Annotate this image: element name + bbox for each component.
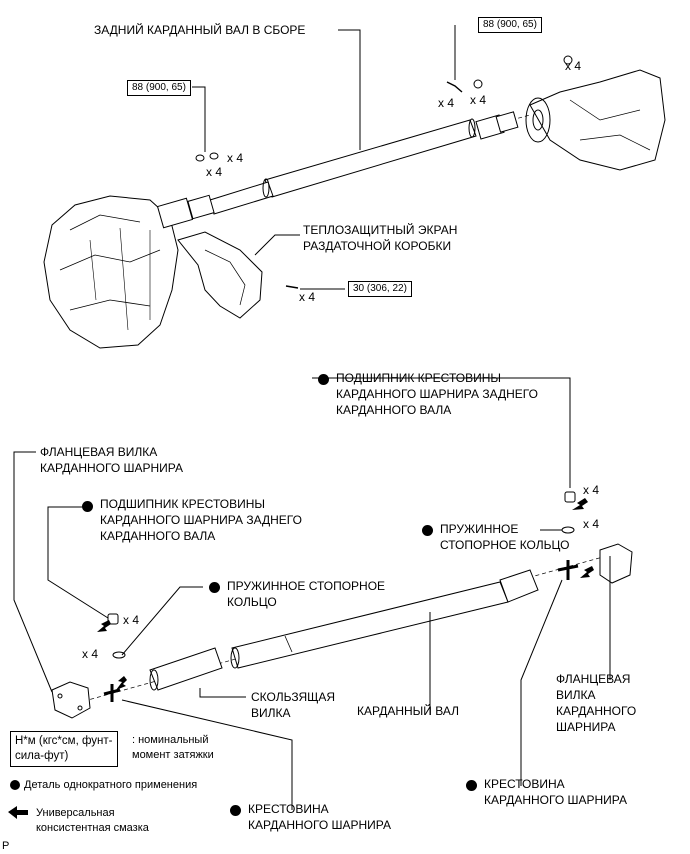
grease-arrow-icon <box>116 676 127 690</box>
non-reusable-icon <box>10 780 20 790</box>
qty-label: x 4 <box>82 647 99 661</box>
sliding-yoke-label: СКОЛЬЗЯЩАЯ ВИЛКА <box>251 690 336 720</box>
non-reusable-icon <box>318 374 329 385</box>
torque-spec-heat-shield: 30 (306, 22) <box>348 281 412 297</box>
propeller-shaft-label: КАРДАННЫЙ ВАЛ <box>357 704 459 718</box>
qty-label: x 4 <box>227 151 244 165</box>
qty-label: x 4 <box>470 93 487 107</box>
flange-yoke-left-label: ФЛАНЦЕВАЯ ВИЛКА КАРДАННОГО ШАРНИРА <box>40 445 183 475</box>
rear-differential <box>529 69 666 171</box>
diff-flange <box>525 97 551 143</box>
legend-non-reusable: Деталь однократного применения <box>24 779 198 791</box>
snap-ring-icon <box>112 651 126 659</box>
grease-arrow-icon <box>572 498 588 510</box>
flange-yoke-right <box>599 543 633 584</box>
torque-spec-top-right: 88 (900, 65) <box>478 17 542 33</box>
nut-icon <box>563 55 573 65</box>
snap-ring-right-label: ПРУЖИННОЕ СТОПОРНОЕ КОЛЬЦО <box>440 522 570 552</box>
bearing-cup-icon <box>564 491 576 503</box>
legend-torque-desc: : номинальный момент затяжки <box>132 734 214 761</box>
grease-arrow-icon <box>8 806 28 819</box>
bearing-left-label: ПОДШИПНИК КРЕСТОВИНЫ КАРДАННОГО ШАРНИРА … <box>100 497 302 543</box>
bolt-icon <box>446 81 463 93</box>
torque-spec-left: 88 (900, 65) <box>127 80 191 96</box>
flange-yoke-right-label: ФЛАНЦЕВАЯ ВИЛКА КАРДАННОГО ШАРНИРА <box>556 672 637 734</box>
non-reusable-icon <box>82 501 93 512</box>
sliding-yoke <box>149 647 223 691</box>
spider-left-label: КРЕСТОВИНА КАРДАННОГО ШАРНИРА <box>248 802 391 832</box>
qty-label: x 4 <box>565 59 582 73</box>
legend-torque-units: Н*м (кгс*см, фунт- сила-фут) <box>10 731 118 767</box>
transfer-case-housing <box>43 195 179 349</box>
grease-arrow-icon <box>580 566 594 578</box>
qty-label: x 4 <box>438 96 455 110</box>
nut-icon <box>209 152 219 160</box>
bolt-icon <box>285 285 299 289</box>
qty-label: x 4 <box>583 483 600 497</box>
grease-arrow-icon <box>97 620 111 632</box>
qty-label: x 4 <box>299 290 316 304</box>
non-reusable-icon <box>466 780 477 791</box>
spider-right-label: КРЕСТОВИНА КАРДАННОГО ШАРНИРА <box>484 777 627 807</box>
qty-label: x 4 <box>206 165 223 179</box>
bearing-cup-icon <box>107 613 119 625</box>
flange-yoke-left <box>51 681 91 719</box>
spider-left <box>103 684 121 702</box>
assembly-title: ЗАДНИЙ КАРДАННЫЙ ВАЛ В СБОРЕ <box>94 23 306 37</box>
qty-label: x 4 <box>583 517 600 531</box>
drawing-code: P <box>2 840 10 852</box>
heat-shield-label: ТЕПЛОЗАЩИТНЫЙ ЭКРАН РАЗДАТОЧНОЙ КОРОБКИ <box>303 223 458 253</box>
bearing-right-label: ПОДШИПНИК КРЕСТОВИНЫ КАРДАННОГО ШАРНИРА … <box>336 371 538 417</box>
spider-right <box>557 560 579 580</box>
non-reusable-icon <box>230 805 241 816</box>
non-reusable-icon <box>209 582 220 593</box>
heat-shield <box>177 231 263 319</box>
non-reusable-icon <box>422 525 433 536</box>
snap-ring-left-label: ПРУЖИННОЕ СТОПОРНОЕ КОЛЬЦО <box>227 579 386 609</box>
legend-grease: Универсальная консистентная смазка <box>36 807 149 834</box>
washer-icon <box>473 79 483 89</box>
nut-icon <box>195 154 205 162</box>
top-propeller-shaft <box>264 119 477 198</box>
qty-label: x 4 <box>123 613 140 627</box>
